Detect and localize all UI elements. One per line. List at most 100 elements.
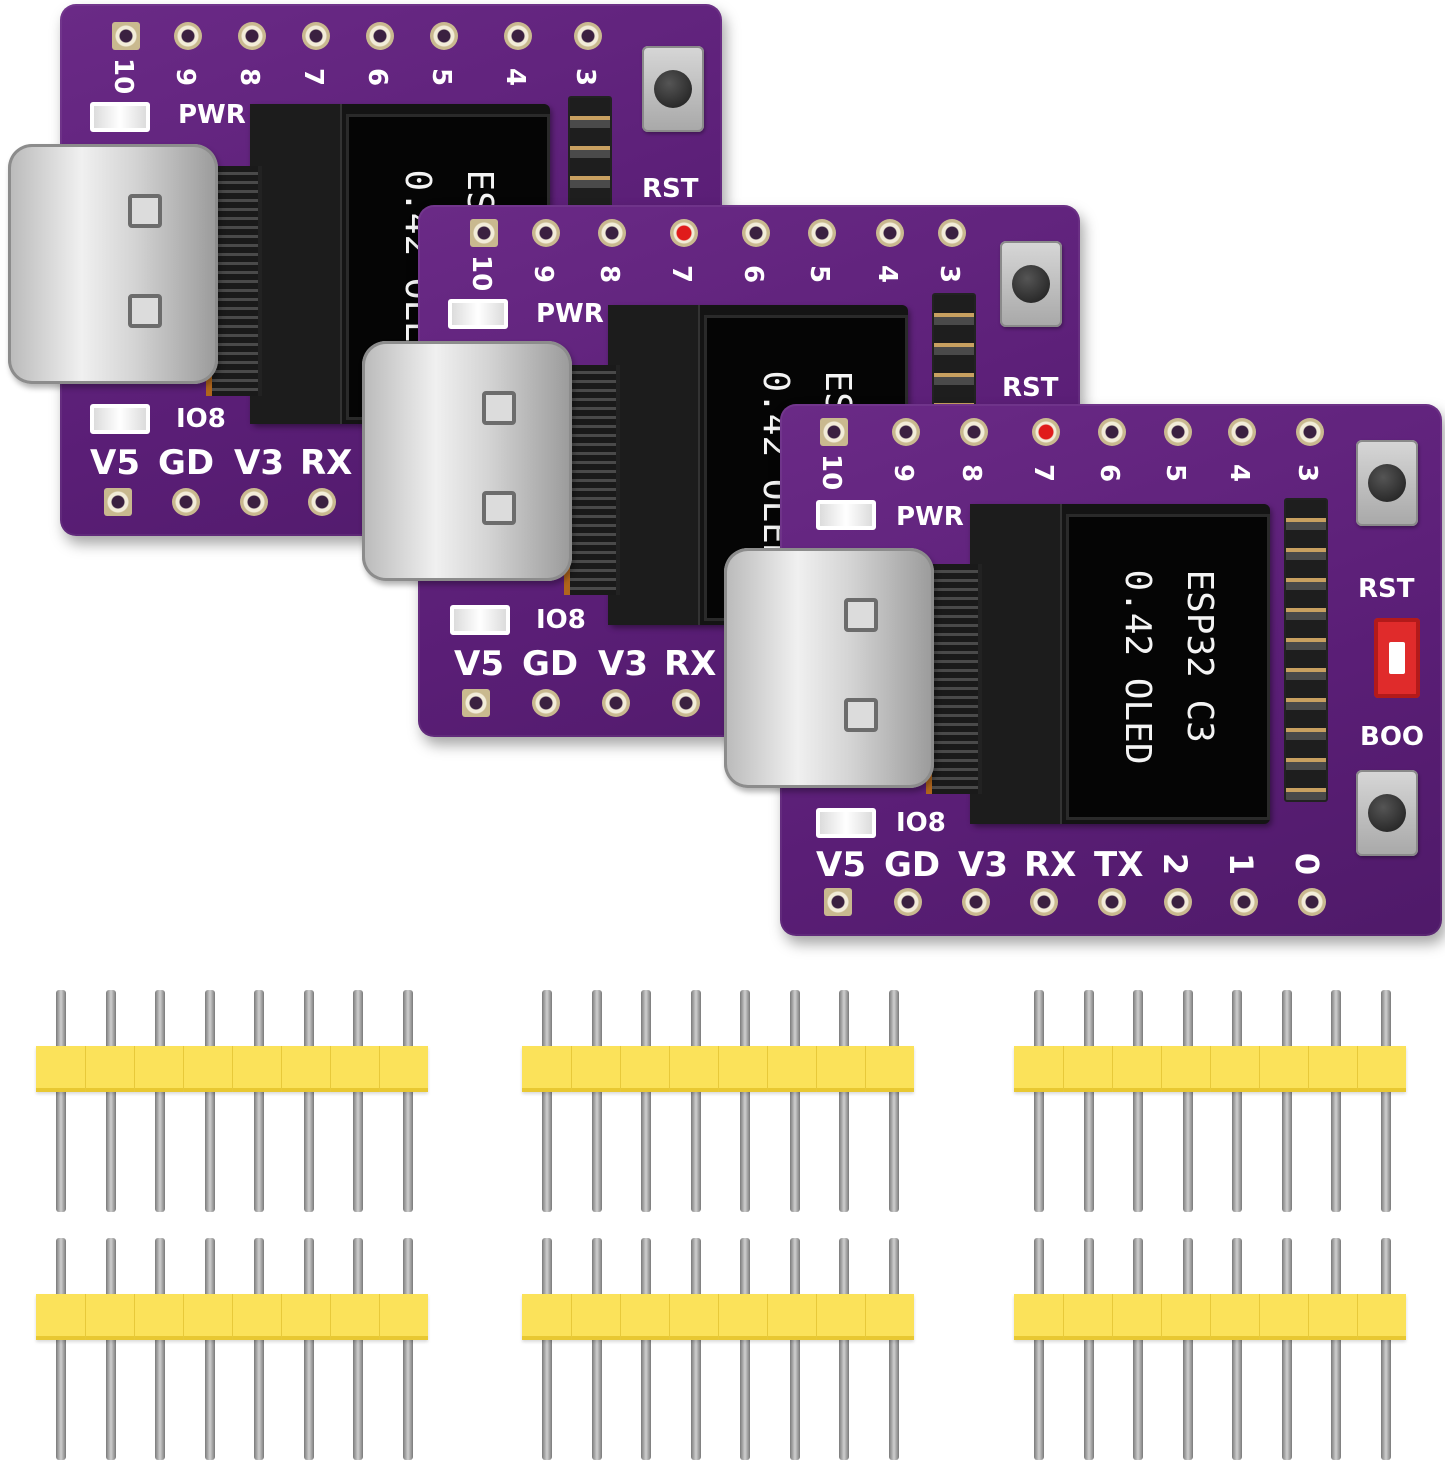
header-segment-divider [330,1294,331,1340]
header-pin [1182,990,1193,1212]
pin-label-bottom: RX [664,644,717,684]
pin-label-bottom: RX [1024,845,1077,885]
header-segment-divider [379,1046,380,1092]
pin-pad [1164,418,1192,446]
header-segment-divider [232,1046,233,1092]
header-pin [542,990,552,1212]
header-segment-divider [816,1294,817,1340]
pin-pad [672,689,700,717]
header-plastic-strip [36,1294,428,1340]
pin-pad [574,22,602,50]
io8-led [90,404,150,434]
header-segment-divider [816,1046,817,1092]
header-pin [542,1238,552,1460]
pin-label-bottom: GD [158,443,215,483]
header-segment-divider [620,1046,621,1092]
header-segment-divider [134,1046,135,1092]
header-segment-divider [669,1294,670,1340]
header-pin [740,1238,750,1460]
header-segment-divider [865,1294,866,1340]
header-pin [888,990,899,1212]
header-pin [591,1238,602,1460]
header-segment-divider [183,1046,184,1092]
rst-label: RST [1002,373,1059,403]
pin-pad [430,22,458,50]
pin-pad [1230,888,1258,916]
oled-driver [250,104,342,424]
header-segment-divider [1357,1294,1358,1340]
pin-label-bottom: V5 [454,644,504,684]
header-segment-divider [1063,1294,1064,1340]
header-pin [641,1238,651,1460]
header-pin [1331,1238,1341,1460]
oled-screen: ESP32 C3 0.42 OLED [1066,514,1270,820]
pin-label: 5 [426,67,456,87]
pin-pad [820,418,848,446]
pin-label: 3 [934,264,964,284]
header-segment-divider [1161,1046,1162,1092]
pin-label: 3 [1292,463,1322,483]
pin-label: 4 [500,67,530,87]
pin-label: 3 [570,67,600,87]
pin-pad [1164,888,1192,916]
header-pin [105,1238,116,1460]
header-pin [303,990,314,1212]
power-led [90,102,150,132]
oled-driver [608,305,700,625]
header-pin [254,1238,264,1460]
pwr-label: PWR [178,100,246,130]
header-pin [1133,990,1143,1212]
header-plastic-strip [36,1046,428,1092]
pin-label-bottom: V5 [90,443,140,483]
oled-line-1: ESP32 C3 [1179,569,1220,743]
pin-pad [104,488,132,516]
header-plastic-strip [1014,1046,1406,1092]
pin-label-bottom: GD [884,845,941,885]
pin-pad [1228,418,1256,446]
header-pin [789,1238,800,1460]
pin-pad [876,219,904,247]
flex-cable [926,564,982,794]
smd-components [1284,498,1328,802]
boot-switch [1374,618,1420,698]
pin-pad-marked [1032,418,1060,446]
pin-label: 6 [1094,463,1124,483]
pin-pad [962,888,990,916]
header-pin [1083,1238,1094,1460]
header-segment-divider [718,1046,719,1092]
pin-pad [504,22,532,50]
oled-display: ESP32 C3 0.42 OLED [970,504,1270,824]
header-pin [402,990,413,1212]
header-plastic-strip [522,1294,914,1340]
reset-button [1000,241,1062,327]
pin-pad [308,488,336,516]
pin-label-bottom: V5 [816,845,866,885]
header-pin [1380,990,1391,1212]
header-segment-divider [718,1294,719,1340]
pin-label: 9 [170,67,200,87]
header-segment-divider [379,1294,380,1340]
header-segment-divider [183,1294,184,1340]
io8-label: IO8 [896,808,946,838]
io8-label: IO8 [176,404,226,434]
header-segment-divider [232,1294,233,1340]
pin-label: 8 [956,463,986,483]
pin-label: 7 [298,67,328,87]
header-pin [690,990,701,1212]
pin-pad [240,488,268,516]
header-segment-divider [1308,1046,1309,1092]
header-pin [1331,990,1341,1212]
pin-pad [532,219,560,247]
pin-label: 7 [1028,463,1058,483]
io8-led [450,605,510,635]
flex-cable [564,365,620,595]
header-pin [254,990,264,1212]
pin-label: 5 [804,264,834,284]
header-pin [839,1238,849,1460]
pin-pad [598,219,626,247]
header-pin [402,1238,413,1460]
pin-pad [1098,888,1126,916]
header-pin [888,1238,899,1460]
header-segment-divider [571,1046,572,1092]
pin-pad [938,219,966,247]
